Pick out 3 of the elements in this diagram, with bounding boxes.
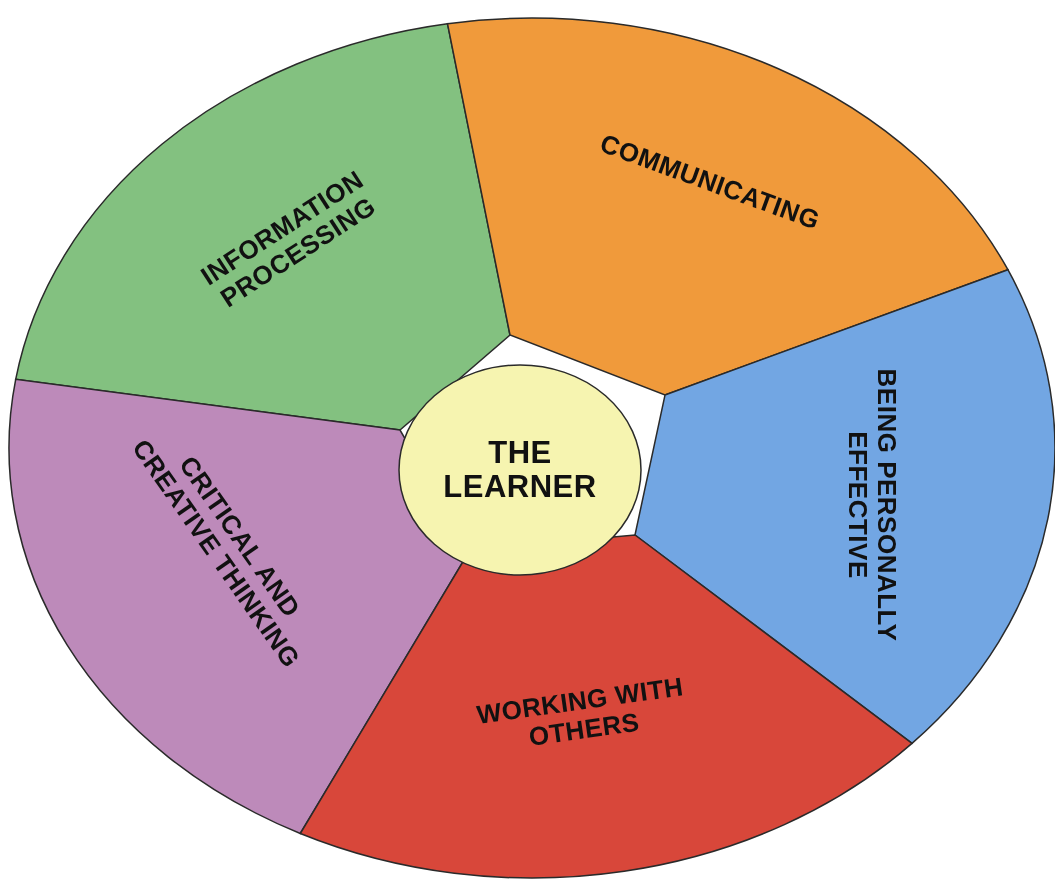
sector-label: WORKING WITH OTHERS [473, 670, 687, 754]
sector-label: BEING PERSONALLY EFFECTIVE [843, 367, 901, 644]
center-label: THE LEARNER [442, 435, 598, 505]
